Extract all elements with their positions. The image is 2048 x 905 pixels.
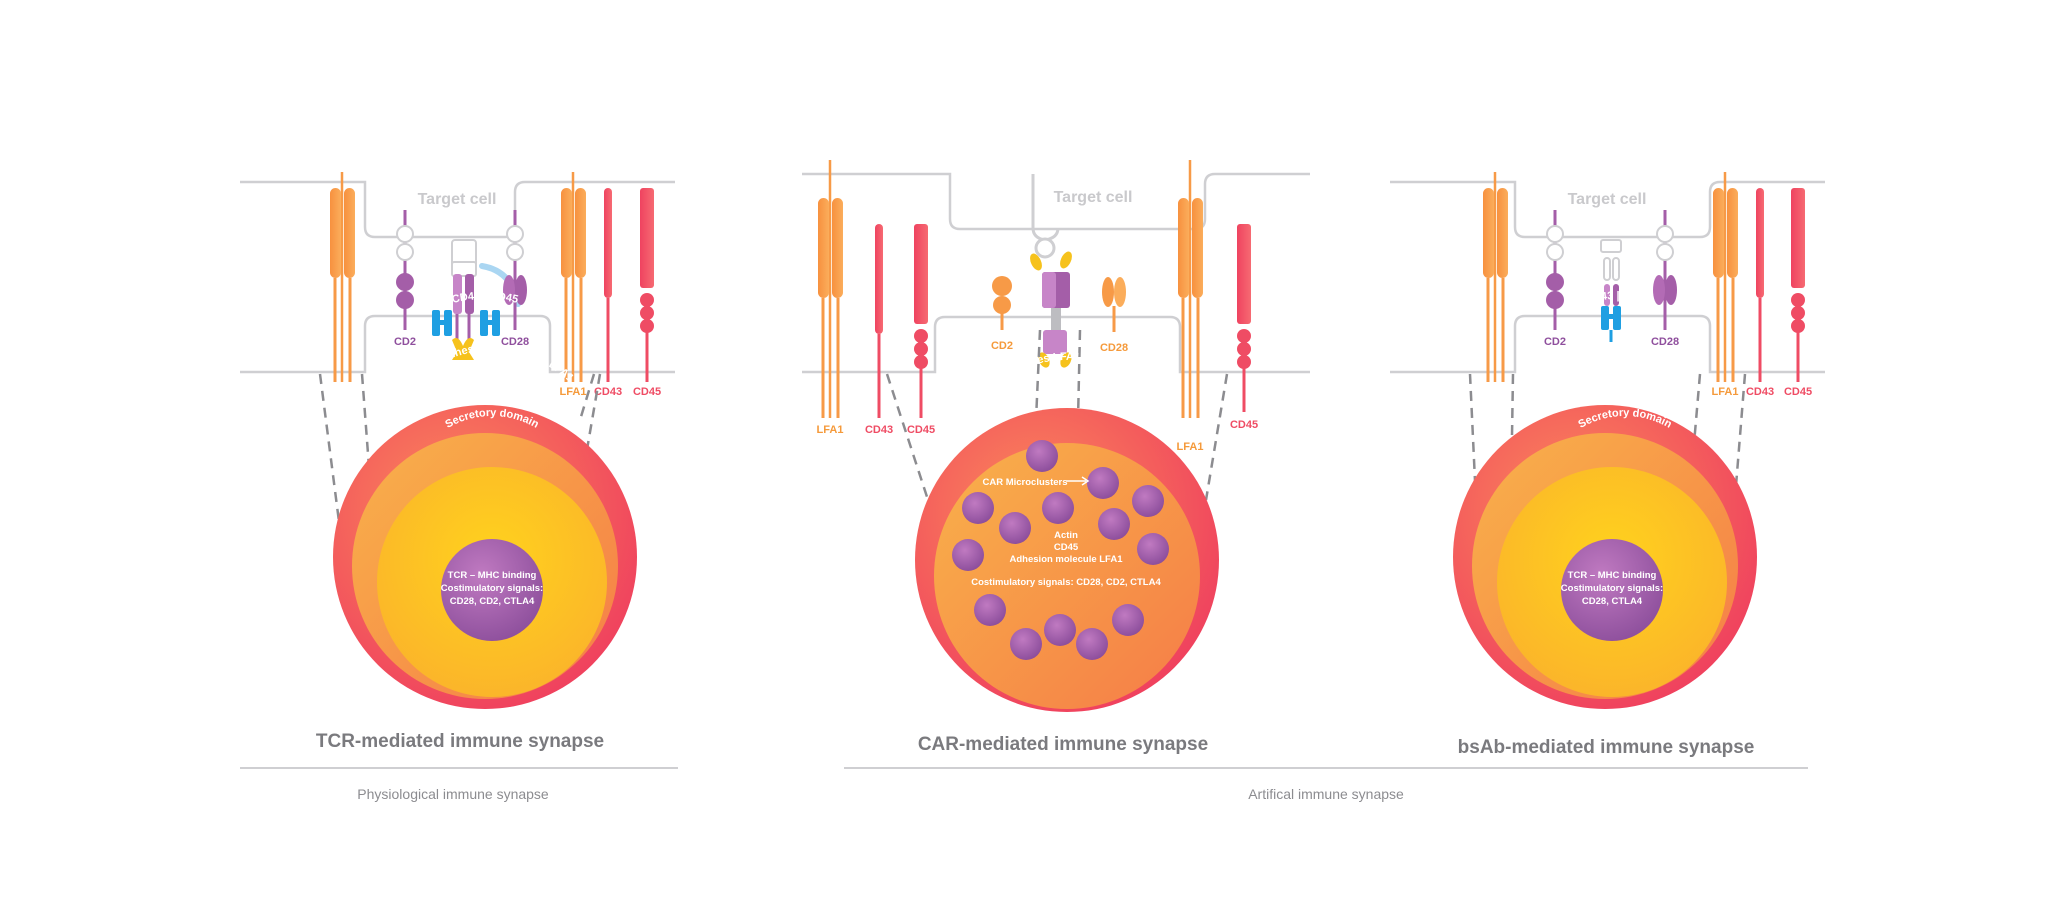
car-microcluster-dots bbox=[952, 440, 1169, 660]
cd2-molecule: CD2 bbox=[991, 276, 1013, 352]
costim-label: Costimulatory signals: CD28, CD2, CTLA4 bbox=[971, 577, 1161, 588]
center-line-3: CD28, CTLA4 bbox=[1582, 596, 1643, 607]
lfa1-left-molecule bbox=[1483, 172, 1508, 382]
lfa1-label: LFA1 bbox=[817, 424, 844, 436]
center-line-2: CD45 bbox=[1054, 542, 1079, 553]
lfa1-right-molecule: LFA1 bbox=[1712, 172, 1739, 398]
artificial-caption: Artifical immune synapse bbox=[1248, 786, 1404, 802]
panel-car: Target cell LFA1 CD43 CD45 bbox=[802, 160, 1310, 755]
center-line-1: Actin bbox=[1054, 530, 1078, 541]
lfa1-left-molecule bbox=[330, 172, 355, 382]
cd2-label: CD2 bbox=[1544, 336, 1566, 348]
panel-title: CAR-mediated immune synapse bbox=[918, 734, 1208, 755]
synapse-disc-tcr: CD43 | CD45 Actin | Adhesion molecules L… bbox=[333, 290, 637, 709]
cd2-molecule: CD2 bbox=[394, 210, 416, 348]
cd45-label: CD45 bbox=[907, 424, 935, 436]
cd28-label: CD28 bbox=[1100, 342, 1128, 354]
panel-title: bsAb-mediated immune synapse bbox=[1458, 737, 1755, 758]
center-line-3: Adhesion molecule LFA1 bbox=[1010, 554, 1124, 565]
ring-outer-text: CD43 | CD45 bbox=[451, 290, 520, 306]
physiological-caption: Physiological immune synapse bbox=[357, 786, 549, 802]
cd43-molecule: CD43 bbox=[865, 224, 893, 436]
cd2-molecule: CD2 bbox=[1544, 210, 1566, 348]
projection-lines bbox=[885, 329, 1229, 501]
cd43-label: CD43 bbox=[865, 424, 893, 436]
center-line-2: Costimulatory signals: bbox=[441, 583, 543, 594]
panel-tcr: Target cell CD2 bbox=[240, 172, 675, 752]
cd2-label: CD2 bbox=[991, 340, 1013, 352]
panel-bsab: Target cell CD2 bbox=[1390, 172, 1825, 758]
lfa1-label: LFA1 bbox=[560, 386, 587, 398]
ring-outer-text: CD43 | CD45 bbox=[1584, 290, 1653, 306]
cd45-label: CD45 bbox=[633, 386, 661, 398]
target-cell-label: Target cell bbox=[1568, 191, 1647, 208]
tcr-mhc-complex bbox=[432, 239, 521, 360]
lfa1-right-molecule: LFA1 bbox=[560, 172, 587, 398]
cd45-left-molecule: CD45 bbox=[907, 224, 935, 436]
cd45-label-right: CD45 bbox=[1230, 419, 1258, 431]
cd45-molecule: CD45 bbox=[633, 188, 661, 398]
car-microclusters-label: CAR Microclusters bbox=[983, 477, 1068, 488]
center-line-1: TCR – MHC binding bbox=[1568, 570, 1657, 581]
lfa1-left-molecule: LFA1 bbox=[817, 160, 844, 436]
cd43-molecule: CD43 bbox=[1746, 188, 1774, 398]
cd2-label: CD2 bbox=[394, 336, 416, 348]
cd45-molecule: CD45 bbox=[1784, 188, 1812, 398]
cd45-label: CD45 bbox=[1784, 386, 1812, 398]
bsab-complex bbox=[1600, 239, 1622, 342]
synapse-disc-bsab: CD43 | CD45 Actin | Adhesion molecules S… bbox=[1453, 290, 1757, 709]
target-cell-label: Target cell bbox=[1054, 189, 1133, 206]
cd28-label: CD28 bbox=[501, 336, 529, 348]
arrow-head-icon bbox=[1081, 476, 1090, 486]
center-line-1: TCR – MHC binding bbox=[448, 570, 537, 581]
cd43-label: CD43 bbox=[594, 386, 622, 398]
cd45-right-molecule: CD45 bbox=[1230, 224, 1258, 431]
cd28-label: CD28 bbox=[1651, 336, 1679, 348]
lfa1-label-right: LFA1 bbox=[1177, 441, 1204, 453]
car-construct bbox=[1030, 174, 1072, 368]
lfa1-right-molecule: LFA1 bbox=[1177, 160, 1204, 453]
cd28-molecule: CD28 bbox=[1651, 210, 1679, 348]
cd28-molecule: CD28 bbox=[501, 210, 529, 348]
cd43-molecule: CD43 bbox=[594, 188, 622, 398]
panel-title: TCR-mediated immune synapse bbox=[316, 731, 604, 752]
cd43-label: CD43 bbox=[1746, 386, 1774, 398]
target-cell-label: Target cell bbox=[418, 191, 497, 208]
target-cell-membrane bbox=[1390, 180, 1825, 239]
center-line-3: CD28, CD2, CTLA4 bbox=[450, 596, 535, 607]
synapse-disc-car: Adhesion molecules LFA1 | CD45 | CD43 | … bbox=[915, 351, 1219, 712]
cd28-molecule: CD28 bbox=[1100, 277, 1128, 354]
lfa1-label: LFA1 bbox=[1712, 386, 1739, 398]
center-line-2: Costimulatory signals: bbox=[1561, 583, 1663, 594]
